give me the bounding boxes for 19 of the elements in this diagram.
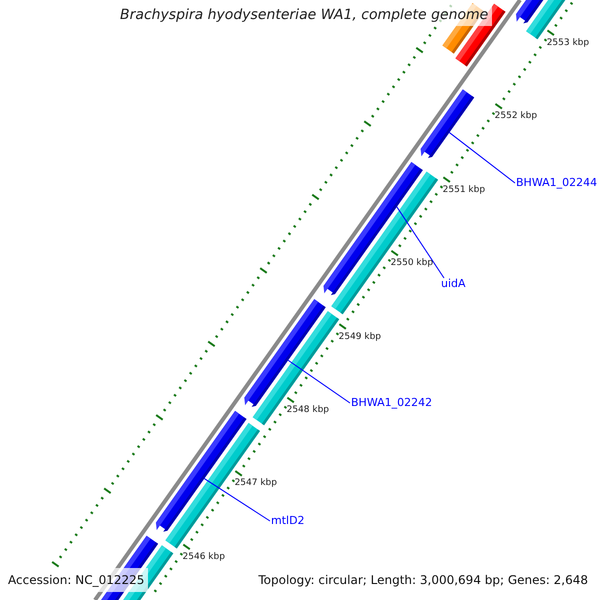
gene-label: BHWA1_02242 <box>351 396 432 409</box>
scale-label: 2552 kbp <box>494 111 538 122</box>
scale-label: 2547 kbp <box>234 478 277 490</box>
gene-label: uidA <box>441 277 466 290</box>
scale-label: 2546 kbp <box>182 552 225 563</box>
leader-line <box>396 206 444 278</box>
gene-label: mtlD2 <box>271 514 305 527</box>
leader-line <box>448 132 516 184</box>
scale-label: 2548 kbp <box>286 404 329 416</box>
scale-label: 2551 kbp <box>442 184 486 196</box>
scale-label: 2553 kbp <box>546 38 590 49</box>
leader-line <box>204 478 270 522</box>
scale-label: 2549 kbp <box>338 332 382 343</box>
gene-label: BHWA1_02244 <box>516 176 598 189</box>
feature-bar <box>526 0 566 40</box>
gene-block <box>420 89 474 158</box>
scale-label: 2550 kbp <box>390 258 434 270</box>
leader-line <box>288 360 350 404</box>
gene-block <box>244 299 326 407</box>
